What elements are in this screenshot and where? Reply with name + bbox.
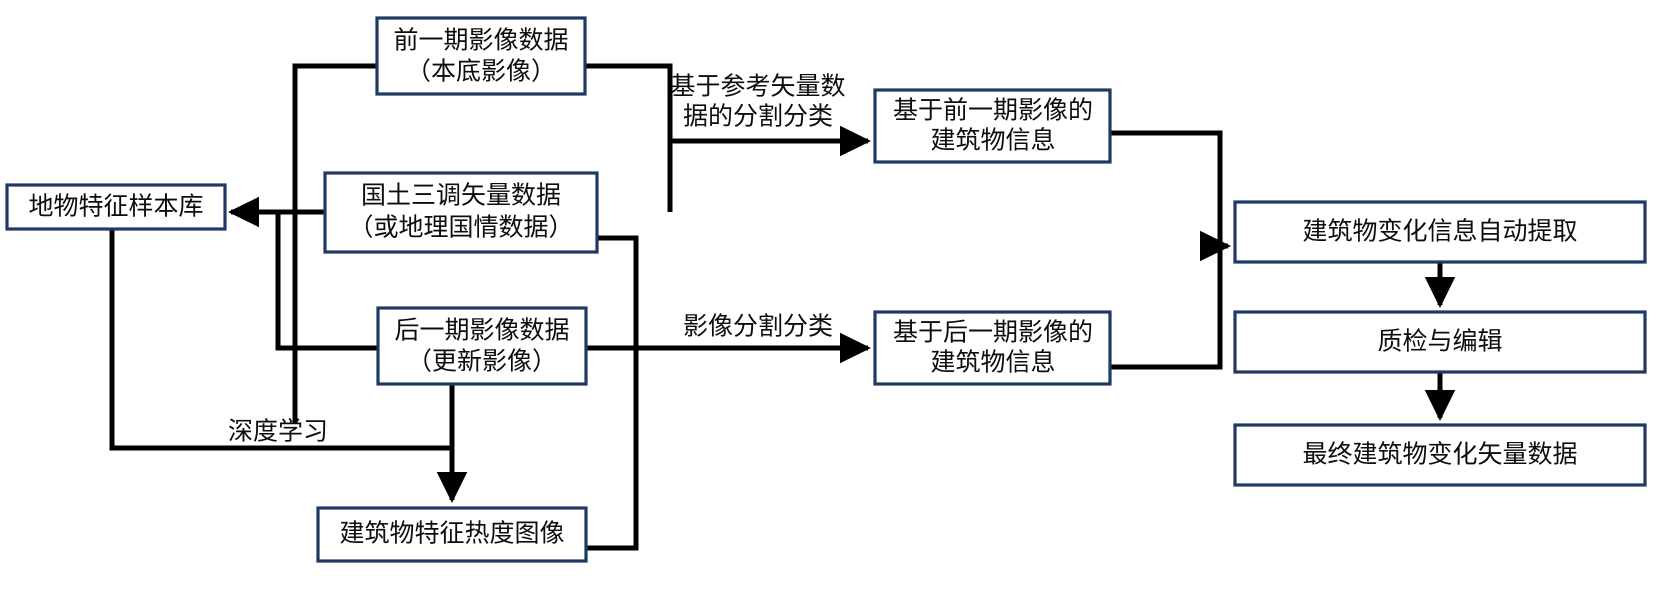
- node-label-line2: （或地理国情数据）: [348, 214, 573, 242]
- node-box[interactable]: [316, 506, 588, 563]
- node-later-image-data[interactable]: 后一期影像数据 （更新影像）: [376, 306, 588, 386]
- node-box[interactable]: [1233, 310, 1647, 374]
- node-label: 质检与编辑: [1377, 328, 1502, 356]
- edge-infos-merge: [1110, 130, 1223, 370]
- node-previous-image-data[interactable]: 前一期影像数据 （本底影像）: [375, 16, 587, 96]
- node-sample-library[interactable]: 地物特征样本库: [5, 183, 227, 231]
- node-box[interactable]: [1233, 200, 1647, 264]
- node-box[interactable]: [5, 183, 227, 231]
- node-label-line1: 后一期影像数据: [394, 317, 569, 345]
- edge-label-line1: 深度学习: [228, 418, 328, 446]
- edge-previous-to-sample-bus: [292, 63, 377, 423]
- edge-later-to-sample-bus: [275, 212, 378, 351]
- edge-label-line1: 基于参考矢量数: [670, 73, 845, 101]
- node-layer: 地物特征样本库 前一期影像数据 （本底影像） 国土三调矢量数据 （或地理国情数据…: [5, 16, 1647, 563]
- node-label: 地物特征样本库: [28, 193, 203, 221]
- node-box[interactable]: [376, 306, 588, 386]
- edge-sample-to-heatmap: [109, 229, 452, 451]
- node-label-line1: 国土三调矢量数据: [361, 182, 561, 210]
- node-auto-change-extraction[interactable]: 建筑物变化信息自动提取: [1233, 200, 1647, 264]
- node-building-info-later[interactable]: 基于后一期影像的 建筑物信息: [873, 310, 1112, 386]
- edge-label-reference-vector-seg: 基于参考矢量数 据的分割分类: [670, 73, 845, 131]
- node-label-line2: 建筑物信息: [930, 349, 1055, 377]
- node-label-line2: 建筑物信息: [930, 127, 1055, 155]
- node-label: 建筑物特征热度图像: [339, 520, 564, 548]
- node-label: 建筑物变化信息自动提取: [1302, 218, 1577, 246]
- edge-label-line1: 影像分割分类: [683, 313, 833, 341]
- node-box[interactable]: [1233, 423, 1647, 487]
- node-box[interactable]: [873, 310, 1112, 386]
- node-box[interactable]: [323, 171, 599, 254]
- node-label-line1: 前一期影像数据: [393, 27, 568, 55]
- node-final-change-vector[interactable]: 最终建筑物变化矢量数据: [1233, 423, 1647, 487]
- edge-right-bus: [586, 235, 639, 551]
- node-label: 最终建筑物变化矢量数据: [1302, 441, 1577, 469]
- edge-label-line2: 据的分割分类: [683, 103, 833, 131]
- edge-previous-branch: [585, 63, 673, 212]
- edge-label-image-segmentation: 影像分割分类: [683, 313, 833, 341]
- node-building-info-previous[interactable]: 基于前一期影像的 建筑物信息: [873, 88, 1112, 164]
- node-label-line1: 基于前一期影像的: [893, 97, 1093, 125]
- node-box[interactable]: [375, 16, 587, 96]
- node-label-line1: 基于后一期影像的: [893, 319, 1093, 347]
- edge-label-layer: 基于参考矢量数 据的分割分类 影像分割分类 深度学习: [228, 73, 846, 446]
- connector-layer: [109, 63, 1456, 551]
- node-label-line2: （更新影像）: [407, 348, 557, 376]
- node-land-survey-vector[interactable]: 国土三调矢量数据 （或地理国情数据）: [323, 171, 599, 254]
- node-label-line2: （本底影像）: [406, 58, 556, 86]
- edge-label-deep-learning: 深度学习: [228, 418, 328, 446]
- node-quality-check-edit[interactable]: 质检与编辑: [1233, 310, 1647, 374]
- node-building-heatmap[interactable]: 建筑物特征热度图像: [316, 506, 588, 563]
- node-box[interactable]: [873, 88, 1112, 164]
